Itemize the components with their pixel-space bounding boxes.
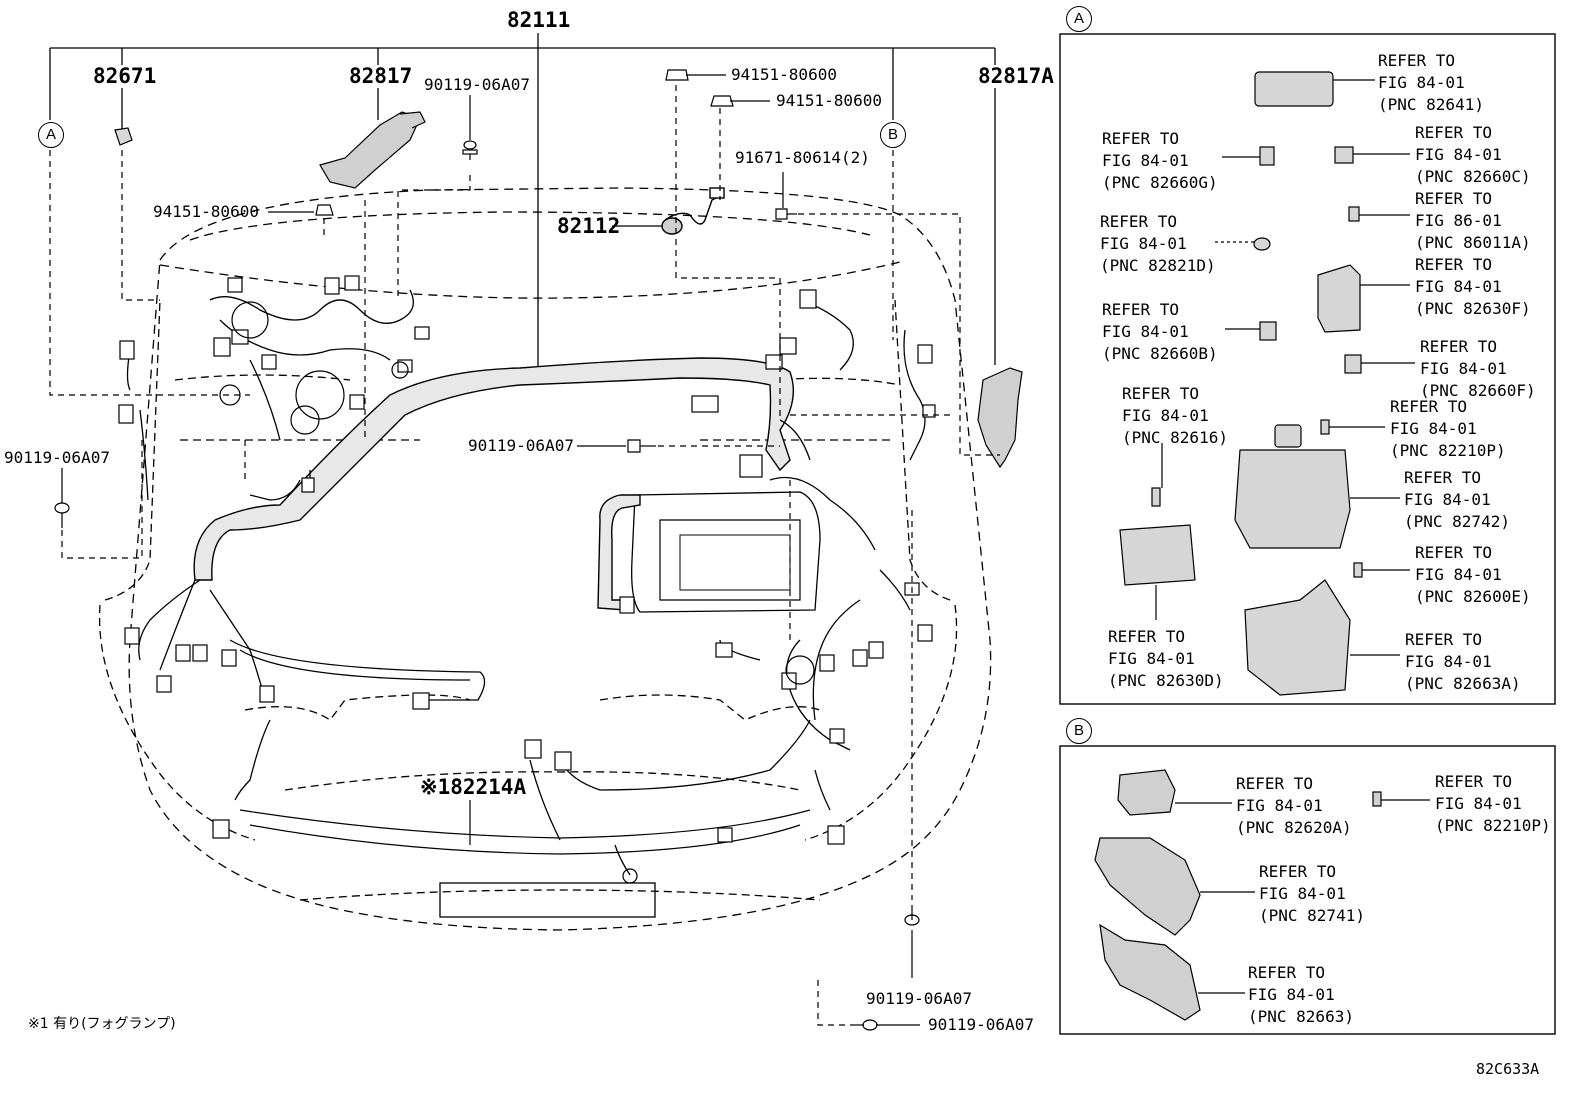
ref-82600E: REFER TO FIG 84-01 (PNC 82600E) xyxy=(1415,543,1531,606)
detail-a-leaders xyxy=(1155,79,1415,656)
fasteners xyxy=(54,69,920,1031)
label-clip-top-1: 94151-80600 xyxy=(731,65,837,84)
label-clip-top-2: 94151-80600 xyxy=(776,91,882,110)
label-bolt-top: 90119-06A07 xyxy=(424,75,530,94)
ref-82620A: REFER TO FIG 84-01 (PNC 82620A) xyxy=(1236,774,1352,837)
part-82112-ground-wire xyxy=(661,187,725,235)
body-structure xyxy=(98,299,958,901)
detail-b-leaders xyxy=(1175,799,1430,994)
ref-82660C: REFER TO FIG 84-01 (PNC 82660C) xyxy=(1415,123,1531,186)
ref-82742: REFER TO FIG 84-01 (PNC 82742) xyxy=(1404,468,1510,531)
ref-86011A: REFER TO FIG 86-01 (PNC 86011A) xyxy=(1415,189,1531,252)
part-82671-grommet xyxy=(114,127,133,146)
detail-box-a xyxy=(1059,33,1556,705)
main-harness-bracket xyxy=(49,33,996,372)
ref-82210P-a: REFER TO FIG 84-01 (PNC 82210P) xyxy=(1390,397,1506,460)
callout-a-main: A xyxy=(38,122,64,148)
label-bolt-bottom-right: 90119-06A07 xyxy=(928,1015,1034,1034)
label-82817A: 82817A xyxy=(978,64,1054,88)
label-bolt-left: 90119-06A07 xyxy=(4,448,110,467)
part-82817-bracket xyxy=(319,111,426,189)
part-82817A-bracket xyxy=(977,367,1023,469)
hood-outline xyxy=(128,187,992,931)
callout-b-main: B xyxy=(880,122,906,148)
label-82671: 82671 xyxy=(93,64,157,88)
main-harness-bundle xyxy=(193,357,794,611)
label-82214A: ※182214A xyxy=(420,775,527,799)
leader-solid xyxy=(61,74,920,1026)
detail-b-marker: B xyxy=(1066,718,1092,744)
harness-wires xyxy=(126,289,926,876)
label-screw: 91671-80614(2) xyxy=(735,148,870,167)
label-bolt-bottom: 90119-06A07 xyxy=(866,989,972,1008)
leader-dashed xyxy=(49,85,1000,1026)
label-82112: 82112 xyxy=(557,214,621,238)
ref-82821D: REFER TO FIG 84-01 (PNC 82821D) xyxy=(1100,212,1216,275)
front-bumper xyxy=(239,809,811,918)
ref-82616: REFER TO FIG 84-01 (PNC 82616) xyxy=(1122,384,1228,447)
ref-82210P-b: REFER TO FIG 84-01 (PNC 82210P) xyxy=(1435,772,1551,835)
footnote: ※1 有り(フォグランプ) xyxy=(28,1016,176,1032)
ref-82630D: REFER TO FIG 84-01 (PNC 82630D) xyxy=(1108,627,1224,690)
ref-82660F: REFER TO FIG 84-01 (PNC 82660F) xyxy=(1420,337,1536,400)
ref-82741: REFER TO FIG 84-01 (PNC 82741) xyxy=(1259,862,1365,925)
detail-a-marker: A xyxy=(1066,6,1092,32)
label-clip-left: 94151-80600 xyxy=(153,202,259,221)
engine-block xyxy=(631,491,821,613)
ref-82660B: REFER TO FIG 84-01 (PNC 82660B) xyxy=(1102,300,1218,363)
ref-82663: REFER TO FIG 84-01 (PNC 82663) xyxy=(1248,963,1354,1026)
ref-82630F: REFER TO FIG 84-01 (PNC 82630F) xyxy=(1415,255,1531,318)
detail-box-b xyxy=(1059,745,1556,1035)
detail-a-parts xyxy=(1119,71,1363,696)
ref-82660G: REFER TO FIG 84-01 (PNC 82660G) xyxy=(1102,129,1218,192)
figure-code: 82C633A xyxy=(1476,1060,1540,1078)
label-82111: 82111 xyxy=(507,8,571,32)
label-bolt-center: 90119-06A07 xyxy=(468,436,574,455)
detail-b-parts xyxy=(1094,769,1382,1021)
ref-82663A: REFER TO FIG 84-01 (PNC 82663A) xyxy=(1405,630,1521,693)
connectors xyxy=(118,275,936,845)
grommets xyxy=(219,301,815,884)
ref-82641: REFER TO FIG 84-01 (PNC 82641) xyxy=(1378,51,1484,114)
label-82817: 82817 xyxy=(349,64,413,88)
